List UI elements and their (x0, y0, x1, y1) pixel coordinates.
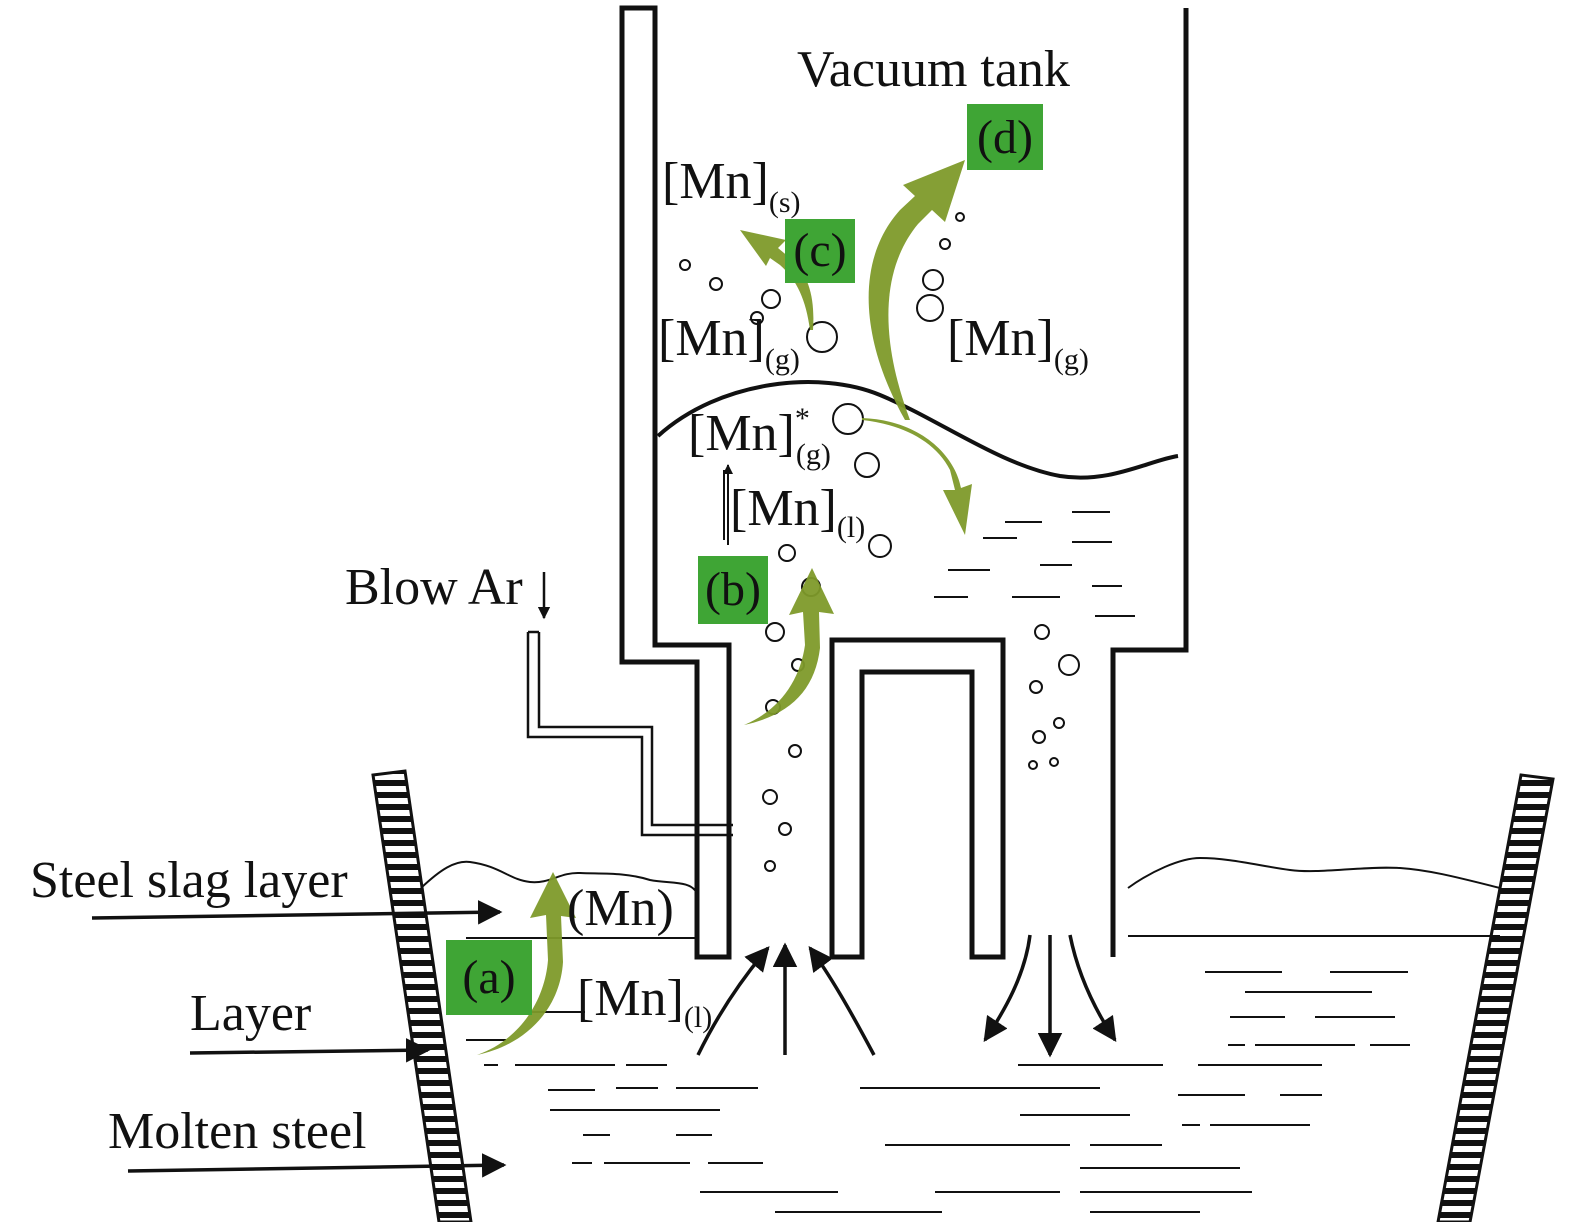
molten-steel-label: Molten steel (108, 1103, 367, 1160)
argon-pipe (526, 630, 733, 837)
mn-l-upper-label: [Mn](l) (730, 480, 865, 544)
pointer-arrows (91, 464, 733, 1178)
step-star-arrow (862, 418, 972, 535)
mn-s-label: [Mn](s) (662, 153, 801, 219)
slag-surface (420, 856, 1501, 939)
layer-label: Layer (190, 985, 311, 1042)
step-b-arrow (744, 568, 834, 725)
vessel-liquid-lines (934, 511, 1135, 617)
step-a-arrow (477, 872, 576, 1055)
ladle-right-wall (1436, 773, 1555, 1222)
step-d-arrow (868, 160, 965, 420)
ladle-liquid-lines (466, 971, 1410, 1213)
mn-g-star-label: [Mn]*(g) (688, 402, 831, 471)
mn-l-lower-label: [Mn](l) (577, 970, 712, 1034)
step-c-arrow (740, 230, 814, 330)
step-d-box: (d) (967, 104, 1043, 170)
vessel-left-wall (619, 5, 732, 960)
vacuum-melt-surface (656, 380, 1179, 480)
down-leg-flow-arrows (983, 934, 1117, 1058)
step-a-box: (a) (446, 940, 532, 1015)
snorkel-partition (829, 637, 1006, 960)
step-b-label: (b) (705, 563, 761, 616)
mn-g-left-label: [Mn](g) (658, 310, 800, 376)
steel-slag-layer-label: Steel slag layer (30, 852, 348, 909)
slag-mn-label: (Mn) (567, 880, 674, 937)
step-c-box: (c) (785, 219, 855, 283)
vacuum-tank-label: Vacuum tank (797, 41, 1070, 98)
blow-ar-label: Blow Ar (345, 559, 523, 616)
step-b-box: (b) (698, 556, 768, 624)
vacuum-vessel (619, 5, 1189, 960)
mn-g-right-label: [Mn](g) (947, 310, 1089, 376)
vessel-right-wall (1110, 8, 1189, 957)
step-c-label: (c) (793, 224, 846, 277)
up-leg-flow-arrows (696, 942, 876, 1056)
step-d-label: (d) (977, 111, 1033, 164)
step-a-label: (a) (462, 951, 515, 1004)
